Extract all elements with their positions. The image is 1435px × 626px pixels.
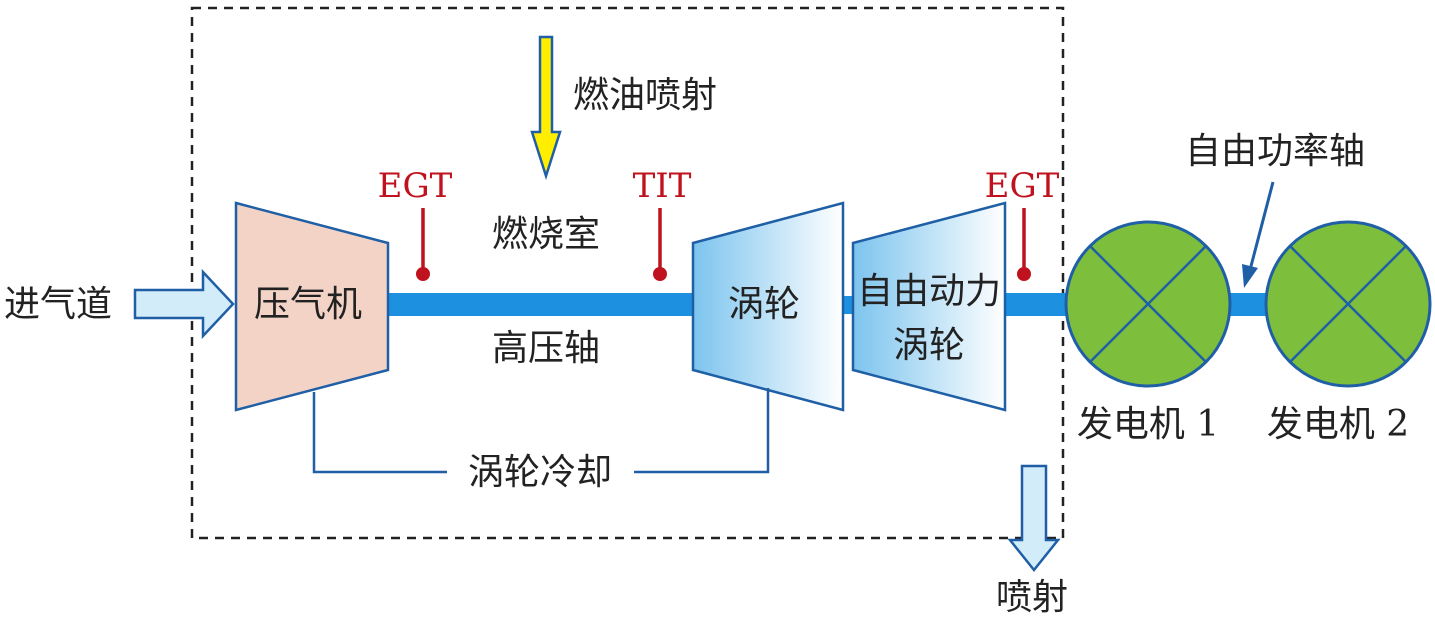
sensor-tit: [653, 208, 667, 281]
exhaust-label: 喷射: [996, 577, 1068, 618]
inlet-label: 进气道: [4, 284, 112, 325]
free-power-shaft-segment-1: [1005, 293, 1069, 316]
fuel-injection-arrow: [530, 35, 562, 181]
generator-1: [1064, 220, 1232, 388]
exhaust-arrow: [1007, 464, 1061, 573]
free-power-shaft-segment-2: [1228, 293, 1270, 316]
sensor-egt-2: [1017, 208, 1031, 281]
compressor-label: 压气机: [254, 284, 362, 325]
hp-shaft: [387, 293, 697, 316]
free-power-turbine: [851, 201, 1007, 412]
probe-dot-icon: [653, 267, 667, 281]
probe-dot-icon: [1017, 267, 1031, 281]
probe-dot-icon: [416, 267, 430, 281]
engine-boundary: [190, 6, 1065, 540]
generator-2-label: 发电机 2: [1267, 404, 1409, 445]
sensor-egt-1: [416, 208, 430, 281]
sensor-egt-1-label: EGT: [378, 166, 453, 206]
free-power-shaft-label: 自由功率轴: [1185, 131, 1365, 172]
turbine-cooling-line-right: [634, 388, 770, 474]
turbine-cooling-line-left: [312, 392, 447, 474]
free-power-shaft-pointer-head: [1242, 264, 1258, 288]
free-power-turbine-label-1: 自由动力: [857, 271, 1001, 312]
generator-1-label: 发电机 1: [1077, 404, 1219, 445]
hp-shaft-label: 高压轴: [492, 328, 600, 369]
turbine-cooling-label: 涡轮冷却: [468, 452, 612, 493]
sensor-tit-label: TIT: [633, 166, 692, 206]
inlet-arrow: [133, 268, 235, 340]
turbine-label: 涡轮: [728, 284, 800, 325]
sensor-egt-2-label: EGT: [985, 166, 1060, 206]
fuel-injection-label: 燃油喷射: [573, 75, 717, 116]
compressor: [234, 201, 390, 412]
turbine: [691, 201, 845, 412]
free-power-shaft-pointer: [1248, 181, 1275, 271]
combustor-label: 燃烧室: [492, 214, 600, 255]
free-power-turbine-label-2: 涡轮: [893, 325, 965, 366]
generator-2: [1264, 220, 1432, 388]
